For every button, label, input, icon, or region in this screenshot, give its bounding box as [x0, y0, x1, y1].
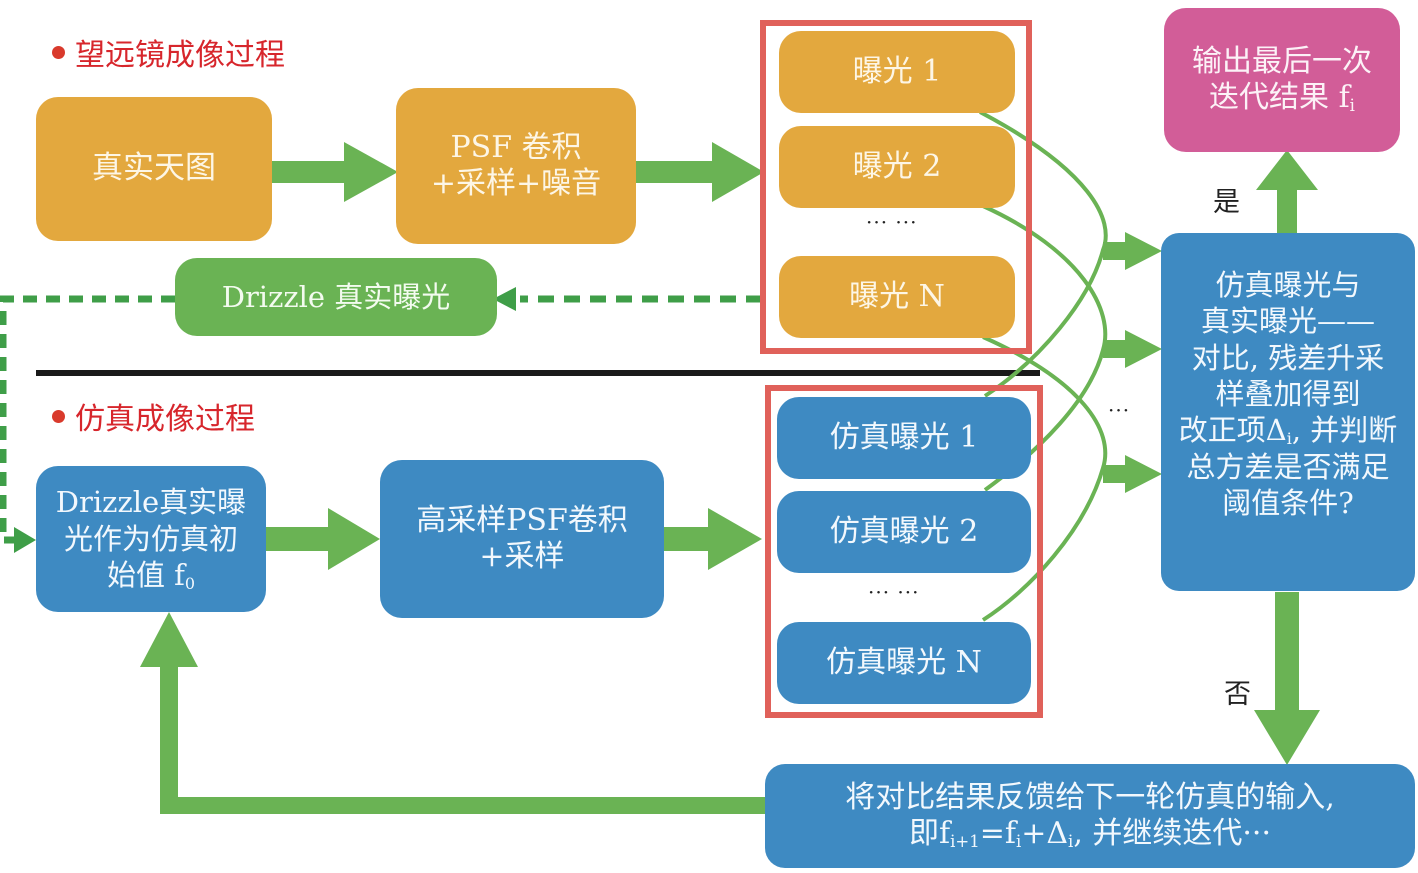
compare-line-3: 对比, 残差升采 [1191, 340, 1385, 375]
sim-exposure-group-frame [765, 385, 1043, 718]
init-line-3: 始值 f0 [107, 557, 195, 594]
drizzle-real-exposure-node[interactable]: Drizzle 真实曝光 [175, 258, 497, 336]
bullet-icon [52, 409, 65, 423]
sim-exposure-node-n[interactable]: 仿真曝光 N [777, 622, 1031, 704]
exposure-label: 曝光 1 [852, 54, 942, 89]
arrow-hires-to-simexposures [663, 508, 762, 570]
sim-exposure-ellipsis: ··· ··· [868, 580, 920, 604]
feedback-text-a: 即f [908, 816, 951, 851]
section-title-simulation: 仿真成像过程 [52, 394, 255, 438]
init-line-3-text: 始值 f [106, 557, 185, 592]
sim-exposure-node-2[interactable]: 仿真曝光 2 [777, 491, 1031, 573]
sim-exposure-node-1[interactable]: 仿真曝光 1 [777, 397, 1031, 479]
dashed-arrow-exposures-to-drizzle [493, 287, 762, 311]
compare-line-6: 总方差是否满足 [1186, 449, 1390, 484]
hires-line-1: 高采样PSF卷积 [416, 503, 628, 538]
init-line-1: Drizzle真实曝 [55, 485, 247, 520]
initial-value-node[interactable]: Drizzle真实曝 光作为仿真初 始值 f0 [36, 466, 266, 612]
drizzle-label: Drizzle 真实曝光 [221, 279, 451, 314]
feedback-line-2: 即fi+1=fi+Δi, 并继续迭代··· [909, 816, 1271, 852]
arrow-yes-up [1256, 150, 1318, 233]
compare-line-4: 样叠加得到 [1215, 376, 1361, 411]
telescope-title-text: 望远镜成像过程 [75, 38, 285, 73]
arrow-init-to-hires [264, 508, 380, 570]
compare-line-5-sub: i [1286, 428, 1292, 448]
output-line-2-text: 迭代结果 f [1209, 80, 1350, 115]
hires-line-2: +采样 [479, 539, 565, 574]
feedback-sub-2: i [1015, 832, 1022, 852]
hires-psf-node[interactable]: 高采样PSF卷积 +采样 [380, 460, 664, 618]
compare-line-5: 改正项Δi, 并判断 [1179, 412, 1398, 449]
psf-line-2: +采样+噪音 [430, 166, 602, 201]
arrow-truesky-to-psf [270, 142, 398, 202]
sim-exposure-label: 仿真曝光 1 [829, 420, 979, 455]
compare-line-1: 仿真曝光与 [1215, 268, 1361, 302]
psf-convolution-node[interactable]: PSF 卷积 +采样+噪音 [396, 88, 636, 244]
compare-line-2: 真实曝光—— [1200, 304, 1375, 339]
exposure-ellipsis: ··· ··· [866, 210, 918, 234]
true-sky-label: 真实天图 [92, 150, 216, 187]
psf-line-1: PSF 卷积 [450, 130, 582, 165]
feedback-node[interactable]: 将对比结果反馈给下一轮仿真的输入, 即fi+1=fi+Δi, 并继续迭代··· [765, 764, 1415, 868]
arrow-feedback-loop [140, 612, 766, 814]
init-subscript: 0 [184, 573, 196, 593]
output-subscript: i [1349, 96, 1355, 116]
output-line-2: 迭代结果 fi [1209, 80, 1355, 116]
bullet-icon [52, 45, 65, 59]
true-sky-node[interactable]: 真实天图 [36, 97, 272, 241]
feedback-text-b: =f [979, 816, 1016, 851]
exposure-label: 曝光 N [849, 279, 945, 314]
feedback-text-d: , 并继续迭代··· [1073, 816, 1272, 851]
section-title-telescope: 望远镜成像过程 [52, 30, 285, 74]
arrow-no-down [1254, 592, 1320, 765]
exposure-group-frame [760, 20, 1032, 354]
compare-line-5-suffix: , 并判断 [1291, 413, 1398, 447]
sim-exposure-label: 仿真曝光 2 [829, 514, 979, 549]
output-result-node[interactable]: 输出最后一次 迭代结果 fi [1164, 8, 1400, 152]
feedback-line-1: 将对比结果反馈给下一轮仿真的输入, [845, 780, 1335, 815]
dashed-arrow-drizzle-to-init [0, 295, 175, 553]
exposure-label: 曝光 2 [852, 149, 942, 184]
init-line-2: 光作为仿真初 [63, 521, 238, 556]
exposure-node-1[interactable]: 曝光 1 [779, 31, 1015, 113]
feedback-text-c: +Δ [1021, 816, 1069, 851]
arrows-into-compare [1103, 232, 1162, 493]
compare-line-7: 阈值条件? [1222, 486, 1354, 521]
exposure-node-n[interactable]: 曝光 N [779, 256, 1015, 338]
compare-line-5-prefix: 改正项Δ [1178, 413, 1287, 447]
no-label: 否 [1224, 679, 1251, 710]
feedback-sub-3: i [1068, 832, 1074, 852]
exposure-node-2[interactable]: 曝光 2 [779, 126, 1015, 208]
arrow-psf-to-exposures [635, 142, 764, 202]
comparison-decision-node[interactable]: 仿真曝光与 真实曝光—— 对比, 残差升采 样叠加得到 改正项Δi, 并判断 总… [1161, 233, 1415, 591]
feedback-sub-1: i+1 [950, 832, 980, 852]
compare-ellipsis: ··· [1108, 398, 1131, 422]
simulation-title-text: 仿真成像过程 [75, 402, 255, 437]
sim-exposure-label: 仿真曝光 N [826, 645, 982, 680]
yes-label: 是 [1213, 187, 1240, 218]
output-line-1: 输出最后一次 [1192, 44, 1372, 79]
